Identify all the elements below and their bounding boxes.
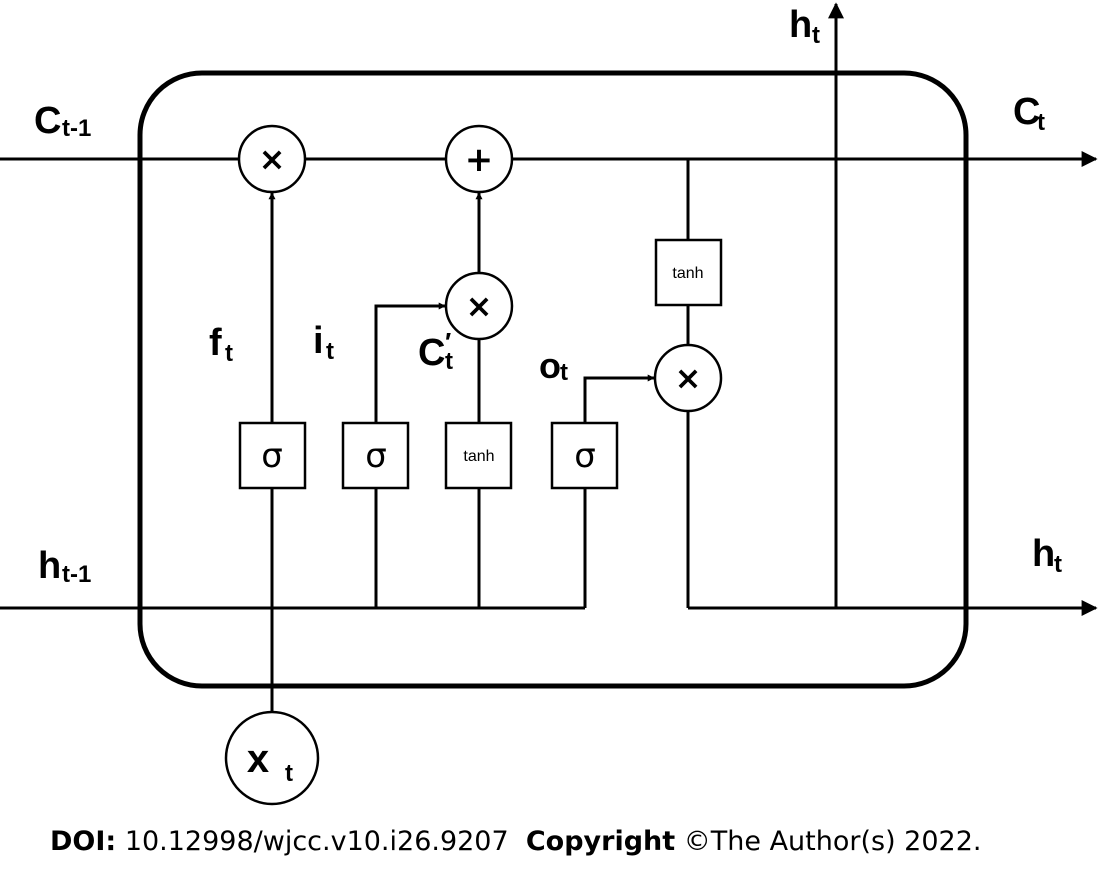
output-gate-out-wire — [583, 374, 655, 423]
citation-footer: DOI: 10.12998/wjcc.v10.i26.9207 Copyrigh… — [50, 826, 981, 857]
svg-text:t: t — [1054, 551, 1062, 578]
svg-text:C: C — [34, 100, 61, 142]
multiply-icon: × — [675, 359, 702, 397]
svg-text:tanh: tanh — [672, 265, 703, 282]
svg-text:C: C — [1013, 91, 1040, 133]
input-x-node: x t — [224, 710, 320, 806]
svg-text:t: t — [560, 359, 568, 386]
candidate-tanh-box: tanh — [444, 421, 513, 490]
multiply-icon: × — [466, 287, 493, 325]
svg-text:i: i — [313, 320, 324, 362]
svg-text:tanh: tanh — [463, 448, 494, 465]
label-h-top: h t — [789, 4, 820, 49]
label-forget-gate: f t — [209, 322, 233, 367]
svg-text:t: t — [285, 760, 293, 787]
label-input-gate: i t — [313, 320, 334, 365]
label-h-next: h t — [1032, 533, 1062, 578]
svg-text:o: o — [539, 345, 561, 386]
svg-text:h: h — [38, 545, 61, 587]
input-sigmoid-box: σ — [341, 421, 410, 490]
copyright-value: ©The Author(s) 2022. — [683, 826, 982, 857]
svg-text:′: ′ — [445, 327, 451, 357]
multiply-icon: × — [259, 140, 286, 178]
input-multiply-node: × — [444, 271, 514, 341]
label-c-prev: C t-1 — [34, 100, 91, 142]
copyright-label: Copyright — [525, 826, 676, 857]
svg-text:C: C — [418, 332, 445, 374]
plus-icon: + — [465, 140, 494, 180]
label-output-gate: o t — [539, 345, 568, 386]
svg-text:h: h — [789, 4, 812, 46]
svg-text:t: t — [1037, 109, 1045, 136]
label-c-next: C t — [1013, 91, 1045, 136]
svg-text:x: x — [247, 737, 269, 781]
forget-sigmoid-box: σ — [238, 421, 307, 490]
output-sigmoid-box: σ — [550, 421, 619, 490]
svg-text:σ: σ — [574, 436, 596, 476]
svg-text:σ: σ — [365, 436, 387, 476]
svg-text:t-1: t-1 — [62, 115, 91, 142]
svg-text:t-1: t-1 — [62, 561, 91, 588]
label-candidate: C t ′ — [418, 327, 453, 375]
forget-multiply-node: × — [237, 124, 307, 194]
svg-text:t: t — [445, 348, 453, 375]
svg-text:h: h — [1032, 533, 1055, 575]
cell-tanh-box: tanh — [654, 238, 723, 307]
svg-text:f: f — [209, 322, 222, 364]
output-multiply-node: × — [653, 343, 723, 413]
svg-text:t: t — [326, 338, 334, 365]
svg-text:σ: σ — [261, 436, 283, 476]
input-gate-out-wire — [374, 302, 446, 423]
label-h-prev: h t-1 — [38, 545, 91, 588]
svg-text:t: t — [225, 340, 233, 367]
cell-boundary — [137, 70, 969, 689]
doi-value: 10.12998/wjcc.v10.i26.9207 — [124, 826, 509, 857]
cell-add-node: + — [444, 124, 514, 194]
svg-text:t: t — [812, 22, 820, 49]
doi-label: DOI: — [50, 826, 117, 857]
